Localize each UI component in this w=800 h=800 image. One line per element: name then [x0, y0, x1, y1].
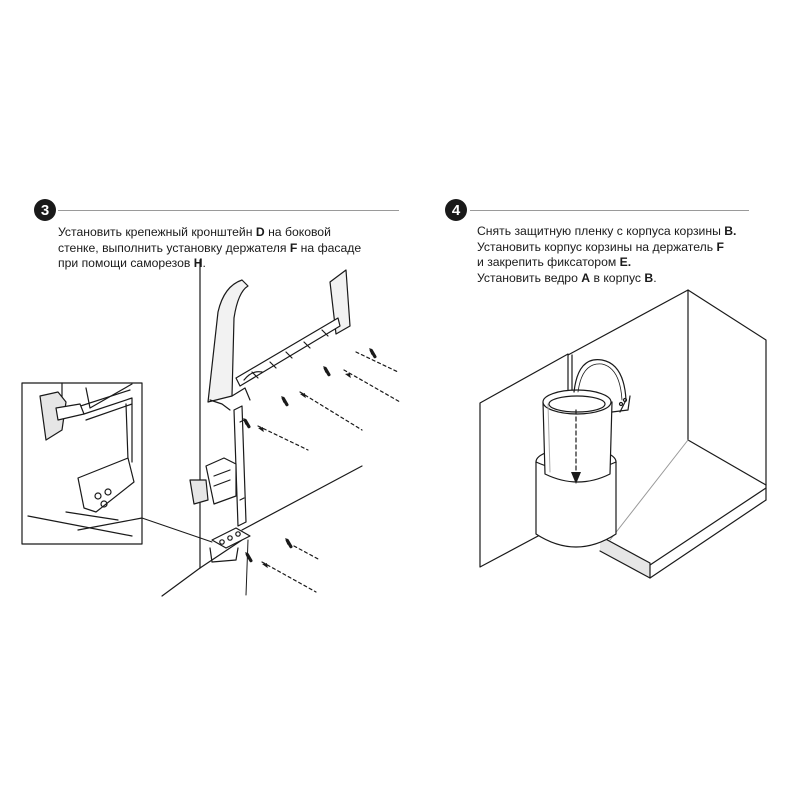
instruction-part-label: A: [581, 270, 591, 285]
instruction-part-text: .: [202, 256, 206, 270]
step-4-badge: 4: [445, 199, 467, 221]
instruction-part-text: Установить ведро: [477, 270, 582, 285]
instruction-part-text: при помощи саморезов: [58, 256, 194, 270]
instruction-part-text: Установить корпус корзины на держатель: [477, 239, 717, 254]
bucket-a: [542, 359, 631, 483]
vertical-bracket: [233, 405, 247, 527]
wall-clip: [205, 457, 237, 505]
instruction-part-text: Снять защитную пленку с корпуса корзины: [477, 224, 725, 238]
step-4-divider: [470, 210, 749, 211]
step-3-line-1: Установить крепежный кронштейн D на боко…: [58, 225, 399, 241]
step-3-instructions: Установить крепежный кронштейн D на боко…: [58, 225, 399, 272]
step-4-instructions: Снять защитную пленку с корпуса корзины …: [477, 224, 767, 286]
instruction-part-text: на фасаде: [297, 240, 362, 255]
step-4-line-1: Снять защитную пленку с корпуса корзины …: [477, 224, 767, 240]
instruction-part-label: H: [193, 256, 203, 270]
step-4-line-2: Установить корпус корзины на держатель F: [477, 240, 767, 256]
cabinet-back-wall: [567, 289, 767, 486]
step-3-badge: 3: [34, 199, 56, 221]
instruction-part-text: на боковой: [264, 225, 331, 239]
door-front: [207, 279, 249, 403]
step-4-line-3: и закрепить фиксатором E.: [477, 255, 767, 271]
instruction-part-label: E.: [619, 255, 632, 269]
screw-set-upper: [278, 347, 401, 431]
step-3-number: 3: [40, 201, 50, 219]
cabinet-bottom-line: [241, 465, 363, 531]
step-4-line-4: Установить ведро A в корпус B.: [477, 271, 767, 287]
inset-bracket-plate: [77, 457, 135, 513]
door-panel-right: [329, 269, 351, 335]
instruction-part-text: .: [653, 270, 657, 285]
mounting-rail: [235, 317, 341, 387]
insert-arrow: [571, 409, 581, 484]
instruction-part-text: Установить крепежный кронштейн: [58, 225, 256, 239]
step-4-number: 4: [451, 201, 461, 219]
step-3-line-2: стенке, выполнить установку держателя F …: [58, 241, 399, 257]
inset-pointer: [141, 517, 213, 543]
instruction-part-text: в корпус: [590, 270, 645, 285]
bucket-handle: [573, 359, 627, 413]
screw-set-middle: [240, 417, 309, 451]
instruction-part-label: B: [644, 270, 654, 285]
instruction-part-label: D: [255, 225, 265, 239]
instruction-part-label: F: [289, 240, 298, 255]
instruction-part-label: B.: [724, 224, 737, 238]
step-3-line-3: при помощи саморезов H.: [58, 256, 399, 272]
screw-set-lower: [242, 537, 321, 593]
instruction-part-text: и закрепить фиксатором: [477, 255, 620, 269]
instruction-part-text: стенке, выполнить установку держателя: [58, 240, 290, 255]
instruction-part-label: F: [716, 239, 724, 254]
step-3-divider: [58, 210, 399, 211]
